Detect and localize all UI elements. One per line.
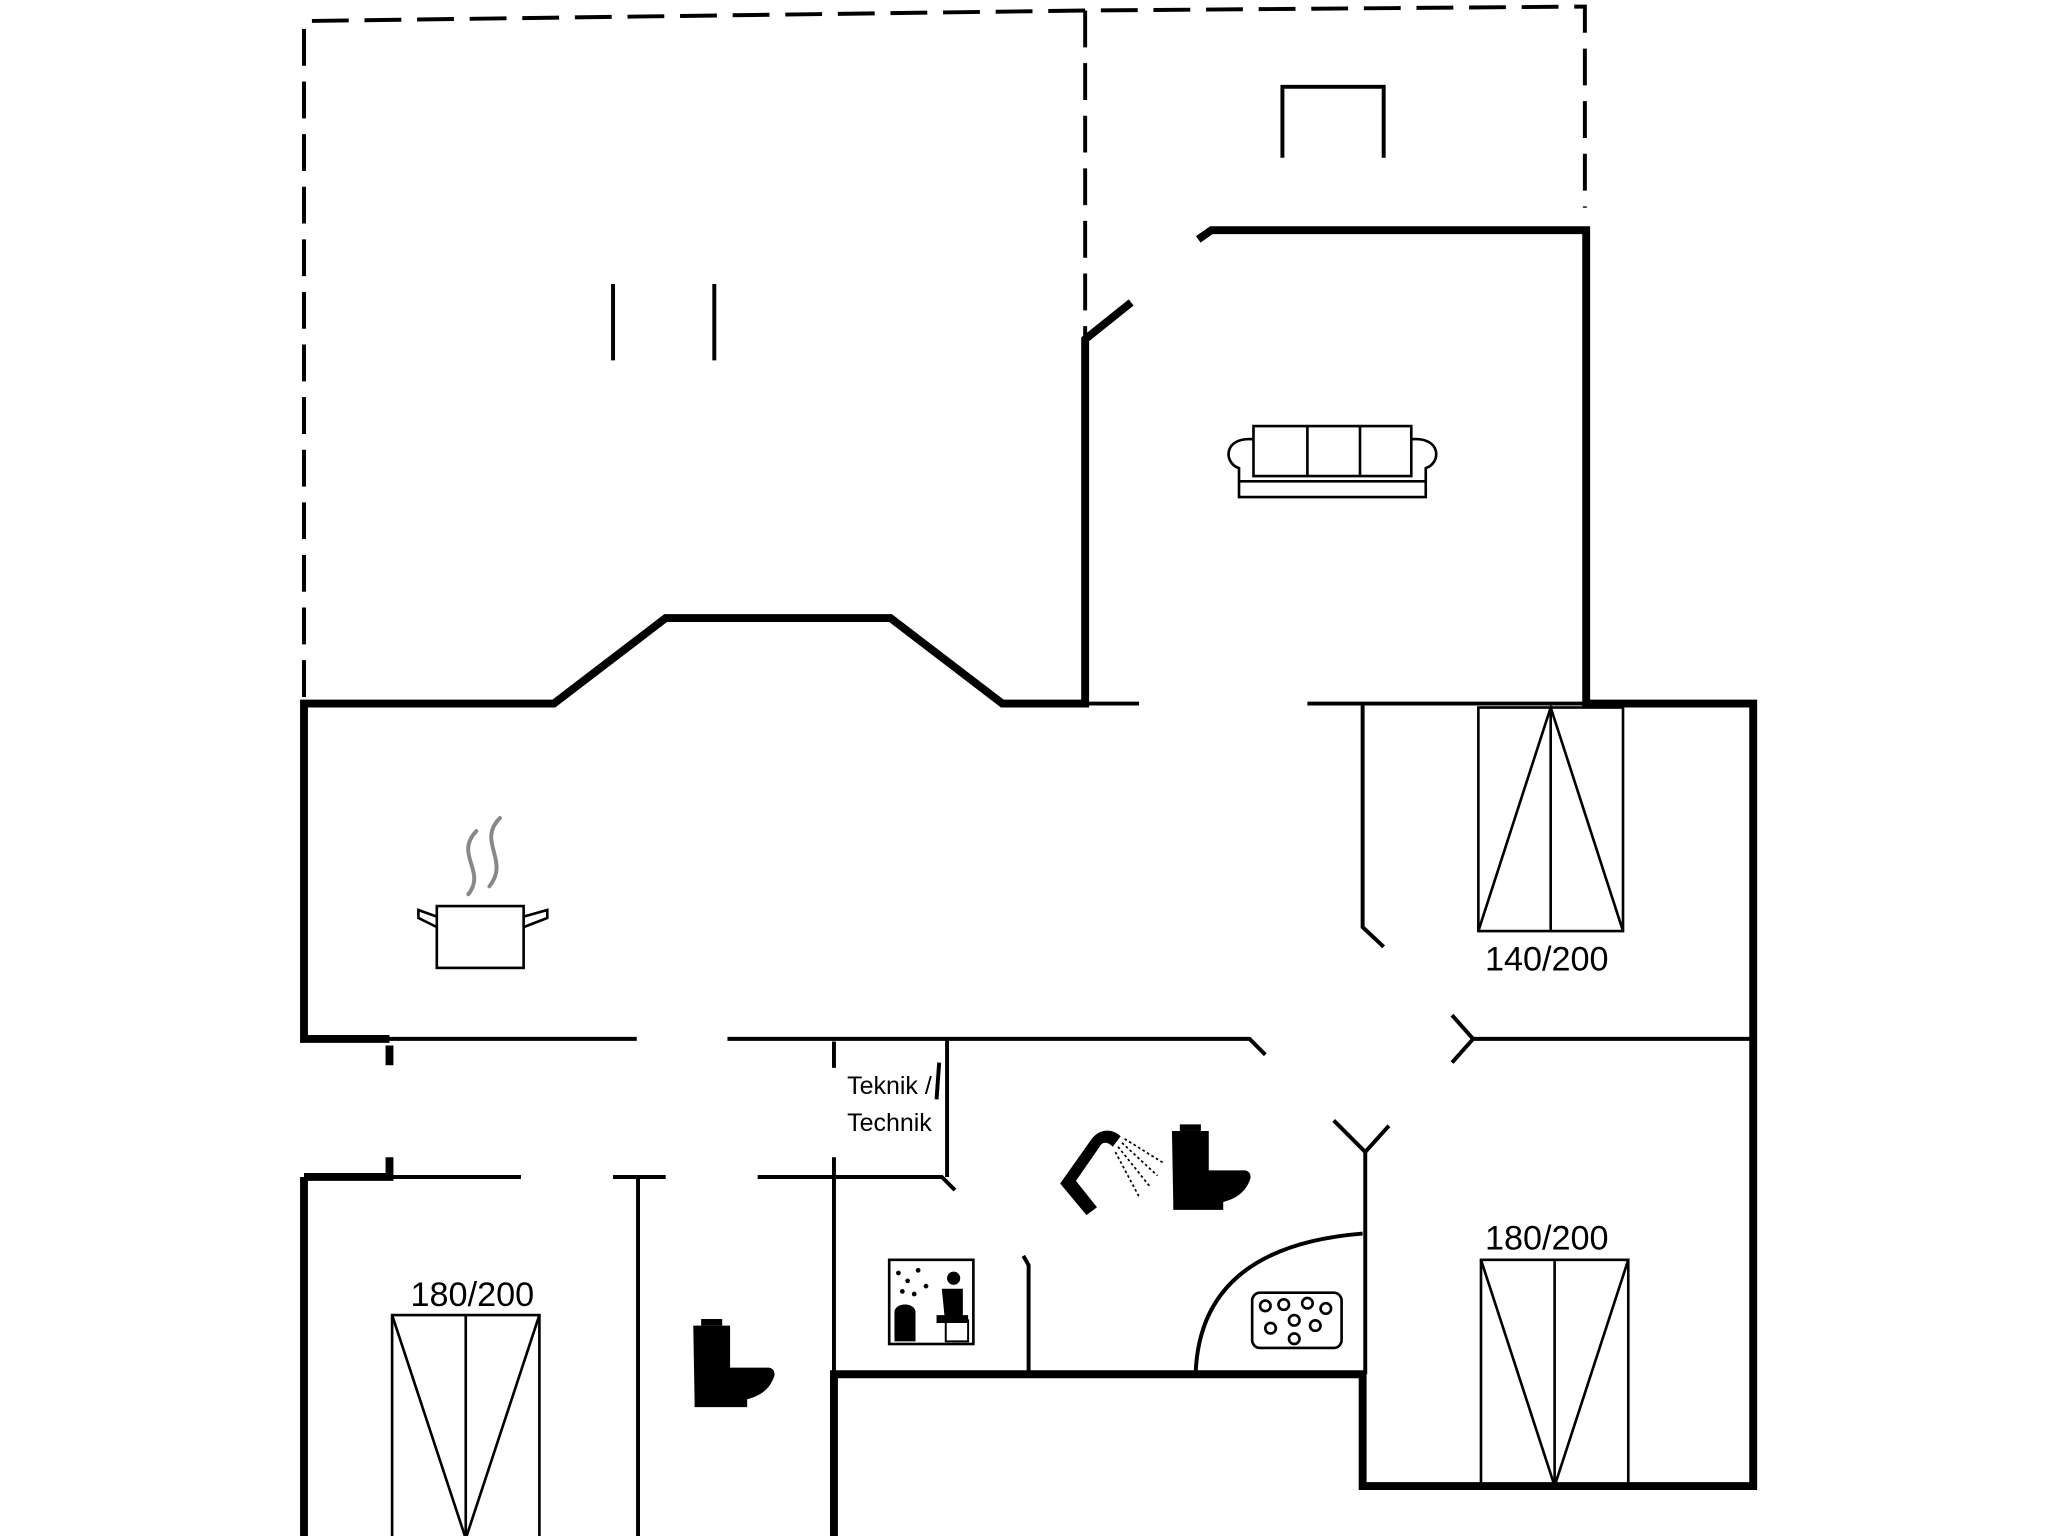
utility-room-label: Technik (847, 1109, 932, 1137)
bed-size-label: 180/200 (1485, 1219, 1609, 1257)
whirlpool-icon (1250, 1291, 1343, 1350)
bed-size-label: 140/200 (1485, 941, 1609, 979)
bed-icon (1479, 1258, 1630, 1491)
bed-size-label: 180/200 (411, 1276, 535, 1314)
bed-icon (1477, 703, 1625, 933)
toilet-icon (693, 1319, 775, 1408)
cooking-pot-icon (417, 816, 549, 970)
terrace-outline (302, 4, 1587, 697)
bed-icon (390, 1313, 541, 1536)
interior-walls (389, 701, 1754, 1536)
sauna-icon (887, 1258, 975, 1346)
terrace-posts (611, 284, 717, 361)
shower-icon (1060, 1130, 1164, 1216)
utility-room-label: Teknik / (847, 1072, 932, 1100)
sofa-icon (1227, 424, 1438, 499)
terrace-bench (1280, 84, 1386, 158)
